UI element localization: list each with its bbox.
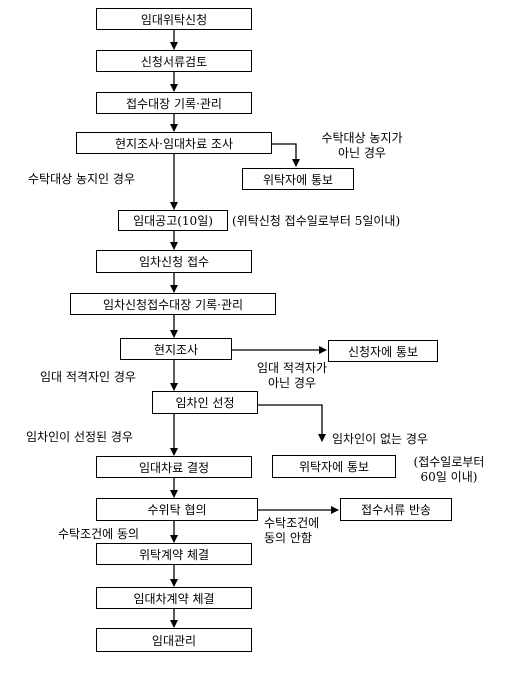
label-is-target: 수탁대상 농지인 경우 <box>28 172 135 186</box>
label-within-60-line2: 60일 이내) <box>420 470 478 484</box>
label-not-target-line1: 수탁대상 농지가 <box>321 131 403 145</box>
label-not-qualified-line1: 임대 적격자가 <box>256 361 328 375</box>
node-site-survey: 현지조사 <box>120 338 232 360</box>
node-notify-consignor-2: 위탁자에 통보 <box>272 455 396 478</box>
node-lease-contract: 임대차계약 체결 <box>96 587 252 609</box>
label-within-60-line1: (접수일로부터 <box>413 455 485 469</box>
label-not-target: 수탁대상 농지가 아닌 경우 <box>312 131 412 161</box>
node-lease-receipt: 임차신청 접수 <box>96 250 252 273</box>
label-disagree: 수탁조건에 동의 안함 <box>264 516 319 546</box>
node-lease-register: 임차신청접수대장 기록·관리 <box>70 293 276 315</box>
label-not-qualified: 임대 적격자가 아닌 경우 <box>244 361 340 391</box>
node-management: 임대관리 <box>96 628 252 652</box>
label-selected: 임차인이 선정된 경우 <box>26 430 133 444</box>
label-announce-note: (위탁신청 접수일로부터 5일이내) <box>232 214 401 228</box>
node-application: 임대위탁신청 <box>96 8 252 30</box>
label-not-qualified-line2: 아닌 경우 <box>268 376 316 390</box>
node-notify-applicant: 신청자에 통보 <box>328 340 438 362</box>
label-within-60: (접수일로부터 60일 이내) <box>404 455 494 485</box>
node-select-lessee: 임차인 선정 <box>152 391 258 414</box>
label-agree: 수탁조건에 동의 <box>58 527 140 541</box>
label-disagree-line1: 수탁조건에 <box>264 516 320 530</box>
label-disagree-line2: 동의 안함 <box>264 531 312 545</box>
node-register: 접수대장 기록·관리 <box>96 92 252 114</box>
node-consign-contract: 위탁계약 체결 <box>96 543 252 565</box>
node-announce: 임대공고(10일) <box>118 210 228 231</box>
label-qualified: 임대 적격자인 경우 <box>40 370 136 384</box>
node-survey: 현지조사·임대차료 조사 <box>76 132 272 154</box>
node-consult: 수위탁 협의 <box>96 498 258 521</box>
node-notify-consignor-1: 위탁자에 통보 <box>242 168 354 190</box>
label-not-target-line2: 아닌 경우 <box>338 146 386 160</box>
node-return-docs: 접수서류 반송 <box>340 498 452 521</box>
node-review: 신청서류검토 <box>96 50 252 72</box>
node-decide-rent: 임대차료 결정 <box>96 456 252 478</box>
label-no-lessee: 임차인이 없는 경우 <box>332 432 428 446</box>
